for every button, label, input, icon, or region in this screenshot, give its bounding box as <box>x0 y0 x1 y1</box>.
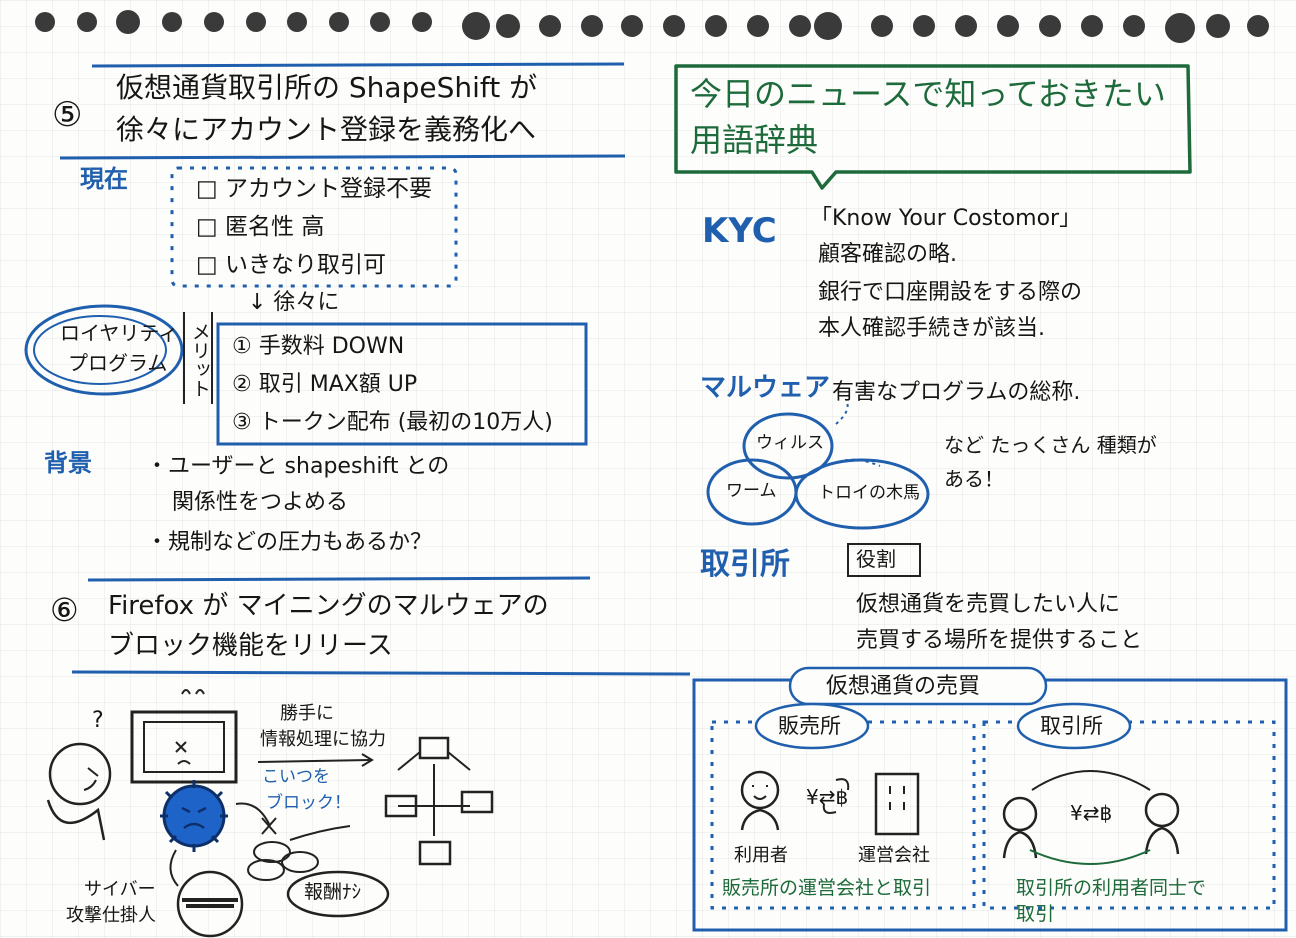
kyc-def-3: 銀行で口座開設をする際の <box>818 280 1083 305</box>
kyc-term: KYC <box>702 211 777 251</box>
current-label: 現在 <box>80 165 128 193</box>
attacker-line1: サイバー <box>84 879 156 900</box>
circle-worm: ワーム <box>726 481 777 501</box>
caption-katte-line2: 情報処理に協力 <box>260 729 386 750</box>
merit-2: ② 取引 MAX額 UP <box>232 372 418 397</box>
malware-term: マルウェア <box>700 373 831 403</box>
item6-title-line2: ブロック機能をリリース <box>108 631 393 661</box>
item5-number: ⑤ <box>52 95 83 135</box>
malware-def: 有害なプログラムの総称. <box>832 380 1081 405</box>
loyalty-label-line1: ロイヤリティ <box>60 321 179 345</box>
item5-title-line1: 仮想通貨取引所の ShapeShift が <box>116 71 538 104</box>
caption-katte-line1: 勝手に <box>280 703 334 724</box>
item6-title-line1: Firefox が マイニングのマルウェアの <box>108 591 549 621</box>
glossary-header-line1: 今日のニュースで知っておきたい <box>690 75 1166 113</box>
glossary-header-line2: 用語辞典 <box>690 121 819 159</box>
exchange-side-title: 取引所 <box>1040 714 1103 738</box>
malware-note-line2: ある！ <box>944 467 1004 491</box>
exchange-term: 取引所 <box>700 547 790 582</box>
exchange-side-caption-line1: 取引所の利用者同士で <box>1016 877 1207 899</box>
caption-block-line2: ブロック！ <box>266 793 351 813</box>
exchange-def-2: 売買する場所を提供すること <box>856 628 1143 653</box>
exchange-trade-glyph: ¥⇄฿ <box>1070 801 1113 825</box>
malware-note-line1: など たっくさん 種類が <box>944 433 1157 457</box>
background-item-1: ・ユーザーと shapeshift との <box>146 454 450 479</box>
circle-virus: ウィルス <box>756 433 824 453</box>
loyalty-label-line2: プログラム <box>68 351 168 375</box>
question-mark: ? <box>92 708 104 733</box>
seller-trade-glyph: ¥⇄฿ <box>806 785 849 809</box>
kyc-def-1: 「Know Your Costomor」 <box>810 206 1082 231</box>
current-item-2: □ 匿名性 高 <box>196 214 325 240</box>
merit-label: メリット <box>188 322 211 398</box>
reward-label: 報酬ﾅｼ <box>304 881 362 903</box>
kyc-def-4: 本人確認手続きが該当. <box>818 316 1045 341</box>
kyc-def-2: 顧客確認の略. <box>818 242 957 267</box>
background-item-3: ・規制などの圧力もあるか？ <box>146 530 433 555</box>
item5-title-line2: 徐々にアカウント登録を義務化へ <box>116 113 537 146</box>
background-label: 背景 <box>44 449 92 477</box>
seller-user-label: 利用者 <box>734 845 788 866</box>
merit-1: ① 手数料 DOWN <box>232 334 405 359</box>
background-item-2: 関係性をつよめる <box>172 490 349 515</box>
role-label: 役割 <box>856 547 896 571</box>
seller-company-label: 運営会社 <box>858 845 930 866</box>
exchange-def-1: 仮想通貨を売買したい人に <box>856 592 1121 617</box>
gradually-arrow: ↓ 徐々に <box>248 290 340 315</box>
seller-title: 販売所 <box>778 714 841 738</box>
virus-blob <box>160 780 228 852</box>
merit-3: ③ トークン配布 (最初の10万人) <box>232 410 553 435</box>
seller-caption: 販売所の運営会社と取引 <box>722 877 932 899</box>
circle-trojan: トロイの木馬 <box>818 483 920 503</box>
exchange-side-caption-line2: 取引 <box>1016 903 1055 925</box>
attacker-line2: 攻撃仕掛人 <box>66 905 156 926</box>
current-item-1: □ アカウント登録不要 <box>196 176 433 202</box>
caption-block-line1: こいつを <box>262 767 330 787</box>
trade-box-title: 仮想通貨の売買 <box>826 674 981 699</box>
binder-holes <box>35 10 1269 43</box>
item6-number: ⑥ <box>50 591 79 629</box>
current-item-3: □ いきなり取引可 <box>196 252 387 278</box>
